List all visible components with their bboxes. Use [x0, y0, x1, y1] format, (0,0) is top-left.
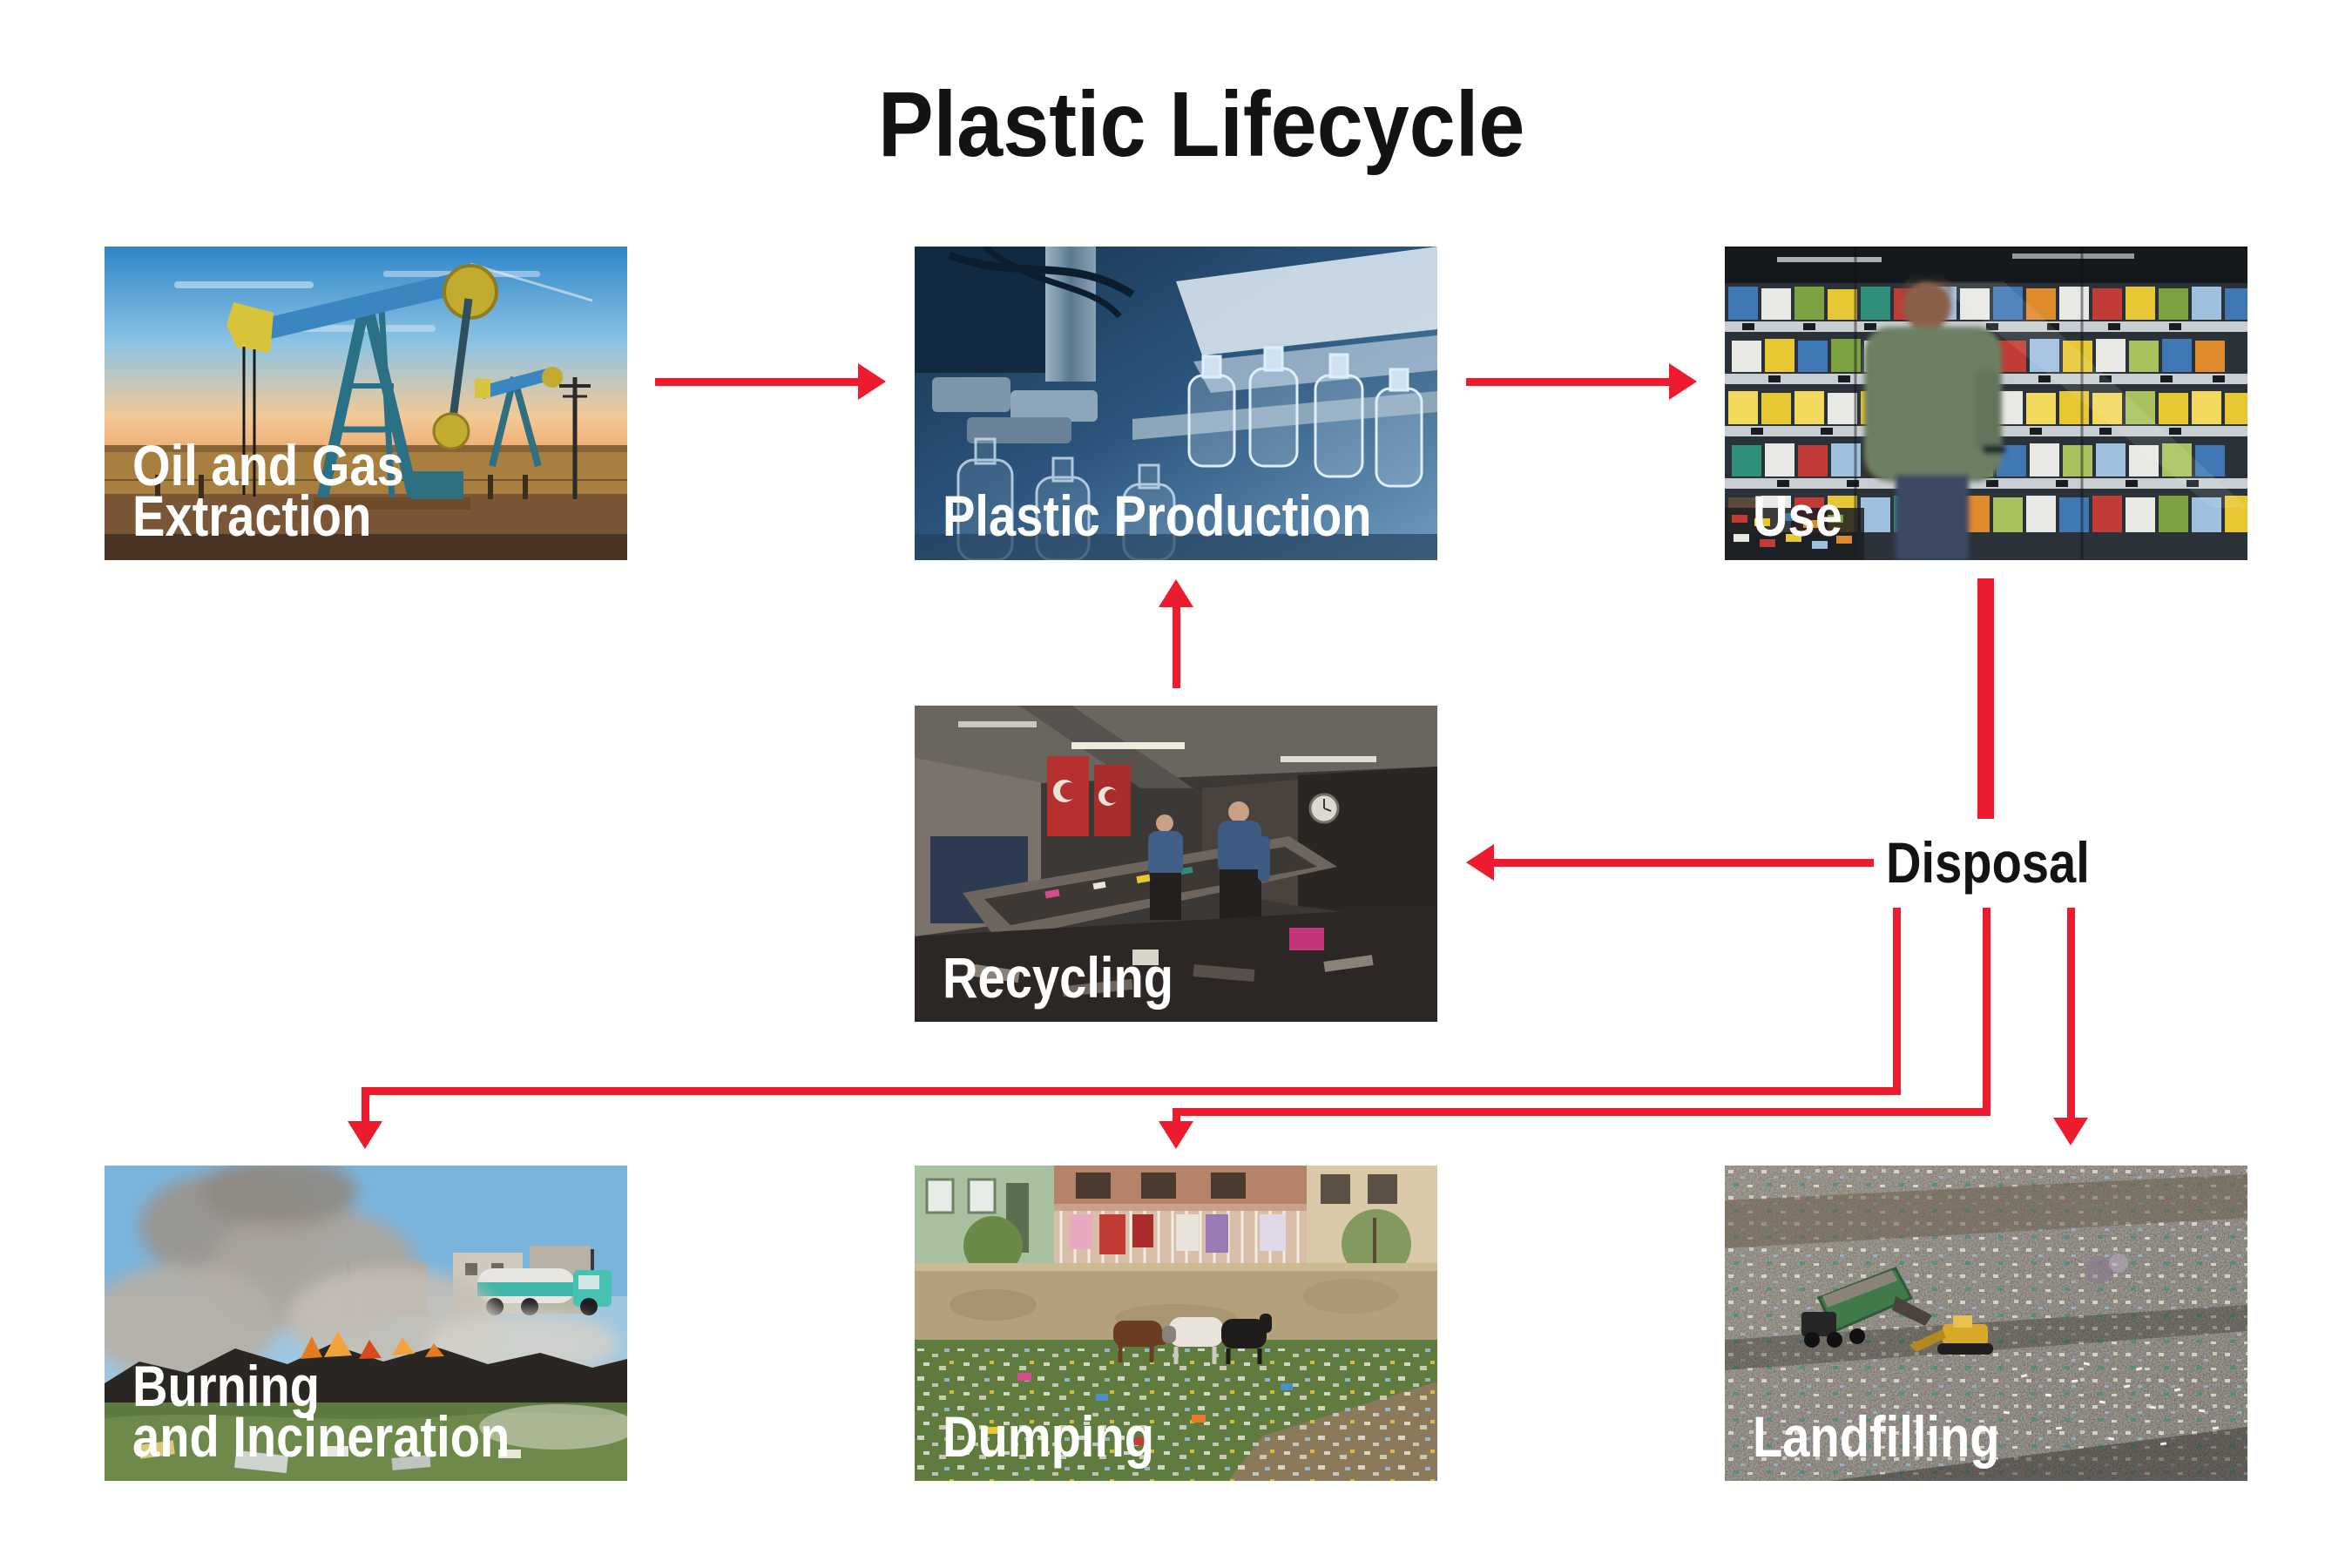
node-dumping-label: Dumping: [943, 1404, 1155, 1469]
excavator-icon: [1909, 1315, 1993, 1355]
goats: [1113, 1314, 1272, 1364]
arrow-production-to-use-shaft: [1466, 378, 1669, 386]
node-burning-and-incineration-photo: Burning and Incineration: [105, 1166, 627, 1481]
recycling-facility-illustration: [915, 706, 1437, 1022]
node-burning-and-incineration-label: Burning and Incineration: [132, 1354, 510, 1469]
arrow-disposal-to-burning-shaft: [362, 1093, 369, 1121]
node-plastic-production-label: Plastic Production: [943, 483, 1372, 548]
arrow-disposal-to-landfilling-shaft: [2067, 908, 2075, 1118]
disposal-label: Disposal: [1886, 830, 2090, 895]
arrow-disposal-to-dumping-drop: [1983, 908, 1990, 1116]
node-plastic-production-photo: Plastic Production: [915, 247, 1437, 560]
arrow-disposal-to-landfilling-head-icon: [2053, 1118, 2088, 1146]
burning-trash-illustration: [105, 1166, 627, 1481]
page-title: Plastic Lifecycle: [878, 73, 1525, 176]
node-landfilling-label: Landfilling: [1753, 1404, 2000, 1469]
tanker-truck-icon: [477, 1268, 612, 1315]
arrow-disposal-to-dumping-shaft: [1173, 1114, 1180, 1123]
bottle-factory-illustration: [915, 247, 1437, 560]
arrow-recycling-to-production-head-icon: [1159, 579, 1193, 607]
turkish-flag-icon: [1047, 756, 1131, 836]
arrow-production-to-use-head-icon: [1669, 363, 1697, 400]
supermarket-shopper-illustration: [1725, 247, 2247, 560]
node-oil-and-gas-extraction-photo: Oil and Gas Extraction: [105, 247, 627, 560]
node-oil-and-gas-extraction-label: Oil and Gas Extraction: [132, 433, 404, 548]
node-use-photo: Use: [1725, 247, 2247, 560]
arrow-disposal-to-burning-run: [362, 1087, 1901, 1095]
node-recycling-label: Recycling: [943, 945, 1174, 1010]
arrow-disposal-to-recycling-shaft: [1494, 859, 1874, 867]
littered-lot-illustration: [915, 1166, 1437, 1481]
arrow-disposal-to-dumping-head-icon: [1159, 1121, 1193, 1149]
arrow-disposal-to-burning-drop: [1893, 908, 1901, 1095]
arrow-extraction-to-production-head-icon: [858, 363, 886, 400]
node-recycling-photo: Recycling: [915, 706, 1437, 1022]
gulls: [2003, 1362, 2220, 1446]
arrow-recycling-to-production-shaft: [1173, 605, 1180, 688]
arrow-disposal-to-recycling-head-icon: [1466, 844, 1494, 881]
arrow-disposal-to-dumping-run: [1173, 1108, 1990, 1116]
arrow-disposal-to-burning-head-icon: [348, 1121, 382, 1149]
arrow-extraction-to-production-shaft: [655, 378, 858, 386]
connector-use-to-disposal-bar: [1977, 578, 1994, 819]
node-dumping-photo: Dumping: [915, 1166, 1437, 1481]
dump-truck-icon: [1801, 1267, 1932, 1348]
oil-pumpjack-illustration: [105, 247, 627, 560]
node-use-label: Use: [1753, 483, 1842, 548]
balcony-laundry: [1054, 1211, 1307, 1263]
node-landfilling-photo: Landfilling: [1725, 1166, 2247, 1481]
shopper-figure: [1864, 275, 2005, 560]
landfill-illustration: [1725, 1166, 2247, 1481]
